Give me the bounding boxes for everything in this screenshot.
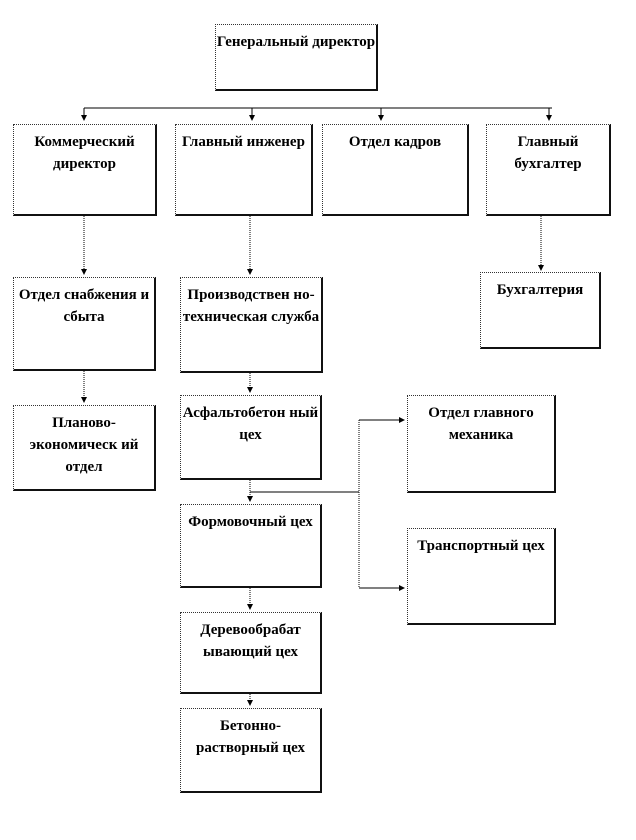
node-concrete-mortar-shop: Бетонно-растворный цех: [180, 708, 322, 793]
node-production-technical: Производствен но-техническая служба: [180, 277, 323, 373]
node-chief-mechanic: Отдел главного механика: [407, 395, 556, 493]
node-supply-sales: Отдел снабжения и сбыта: [13, 277, 156, 371]
node-accounting: Бухгалтерия: [480, 272, 601, 349]
node-molding-shop: Формовочный цех: [180, 504, 322, 588]
node-chief-engineer: Главный инженер: [175, 124, 313, 216]
node-chief-accountant: Главный бухгалтер: [486, 124, 611, 216]
node-woodworking-shop: Деревообрабат ывающий цех: [180, 612, 322, 694]
node-asphalt-shop: Асфальтобетон ный цех: [180, 395, 322, 480]
node-transport-shop: Транспортный цех: [407, 528, 556, 625]
node-hr-department: Отдел кадров: [322, 124, 469, 216]
node-general-director: Генеральный директор: [215, 24, 378, 91]
node-commercial-director: Коммерческий директор: [13, 124, 157, 216]
node-planning-economic: Планово-экономическ ий отдел: [13, 405, 156, 491]
